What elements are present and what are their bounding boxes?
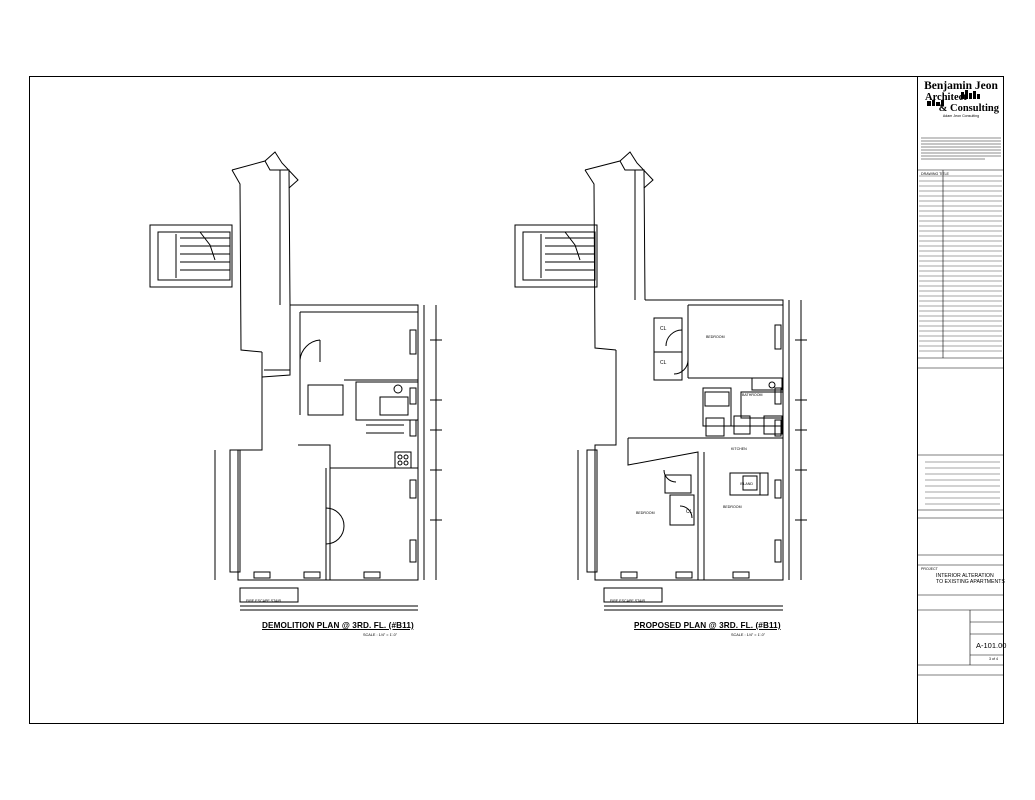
proposed-plan xyxy=(514,151,807,611)
room-label-closet-3: CL xyxy=(686,509,693,515)
project-title: INTERIOR ALTERATION TO EXISTING APARTMEN… xyxy=(936,573,1005,585)
room-label-closet-2: CL xyxy=(660,360,667,366)
drawing-sheet-border xyxy=(29,76,1004,724)
firm-name-line1: Benjamin Jeon xyxy=(924,80,998,92)
firm-subtitle: Adam Jeon Consulting xyxy=(942,114,980,119)
fire-escape-label-left: FIRE ESCAPE STAIR xyxy=(246,599,282,603)
title-block-grid xyxy=(917,169,1004,676)
room-label-bathroom: BATHROOM xyxy=(742,393,763,397)
room-label-bedroom-3: BEDROOM xyxy=(723,505,742,509)
proposed-plan-scale: SCALE : 1/4" = 1'-0" xyxy=(731,633,766,637)
demolition-plan-title: DEMOLITION PLAN @ 3RD. FL. (#B11) xyxy=(262,621,414,630)
firm-name-line2: Architect xyxy=(925,92,967,104)
room-label-island: ISLAND xyxy=(740,482,753,486)
room-label-kitchen: KITCHEN xyxy=(731,447,747,451)
title-block xyxy=(917,76,1004,724)
sheet-of: 3 of 4 xyxy=(989,657,998,661)
firm-logo-icon xyxy=(927,90,980,106)
project-label: PROJECT xyxy=(921,567,938,571)
project-title-line1: INTERIOR ALTERATION xyxy=(936,573,994,579)
demolition-plan xyxy=(149,151,442,611)
room-label-bedroom-2: BEDROOM xyxy=(636,511,655,515)
sheet-number: A-101.00 xyxy=(976,641,1007,650)
proposed-plan-title: PROPOSED PLAN @ 3RD. FL. (#B11) xyxy=(634,621,781,630)
demolition-plan-scale: SCALE : 1/4" = 1'-0" xyxy=(363,633,398,637)
project-title-line2: TO EXISTING APARTMENTS xyxy=(936,579,1005,585)
drawing-title-label: DRAWING TITLE xyxy=(921,172,949,176)
room-label-closet-1: CL xyxy=(660,326,667,332)
fire-escape-label-right: FIRE ESCAPE STAIR xyxy=(610,599,646,603)
firm-name: Benjamin Jeon Architect & Consulting Ada… xyxy=(921,80,1001,119)
firm-name-line3: & Consulting xyxy=(938,103,999,115)
room-label-bedroom-1: BEDROOM xyxy=(706,335,725,339)
